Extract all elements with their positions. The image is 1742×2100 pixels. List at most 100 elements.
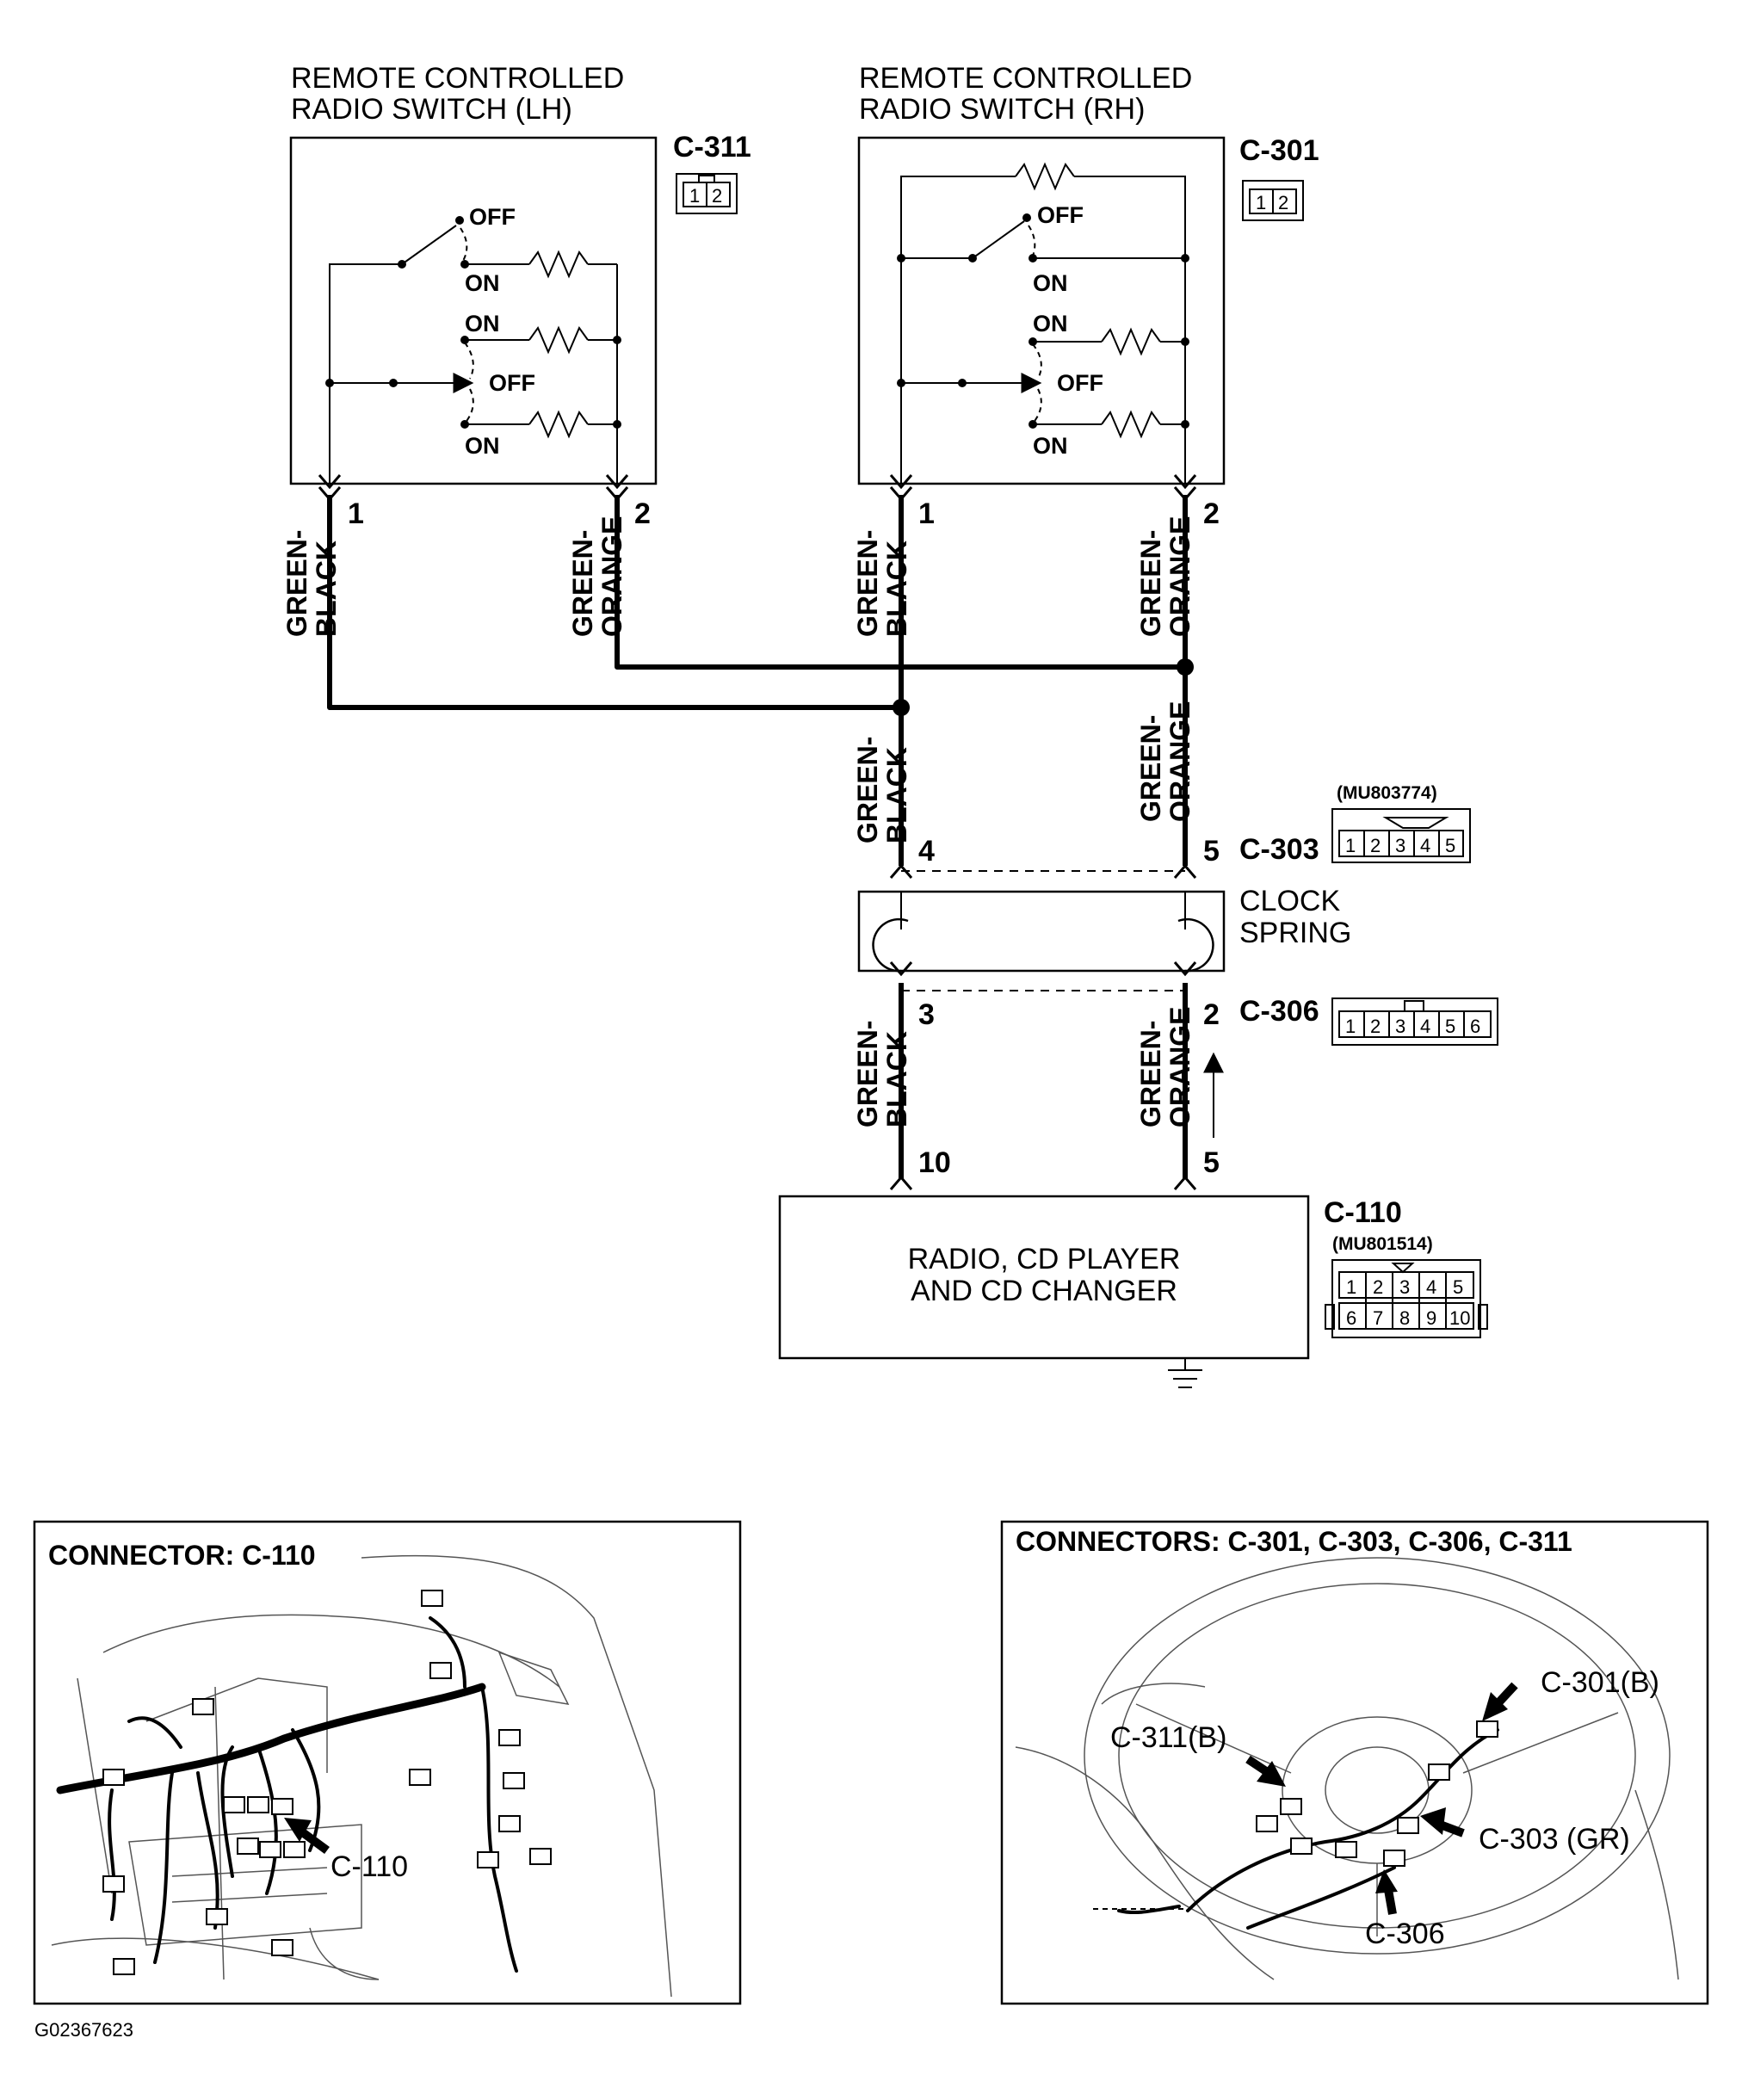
- svg-text:6: 6: [1470, 1016, 1480, 1037]
- svg-text:3: 3: [1395, 1016, 1405, 1037]
- radio-switch-rh: REMOTE CONTROLLED RADIO SWITCH (RH) C-30…: [857, 62, 1319, 485]
- lh-state-off-upper: OFF: [469, 204, 516, 230]
- connector-c306-face: 1 2 3 4 5 6: [1331, 998, 1498, 1046]
- clock-spring-label-line2: SPRING: [1239, 917, 1351, 949]
- callout-c301: C-301(B): [1541, 1666, 1659, 1699]
- svg-text:10: 10: [1449, 1307, 1470, 1329]
- svg-text:ORANGE: ORANGE: [1164, 1007, 1195, 1127]
- switch-rh-nodes: [897, 213, 1189, 429]
- wire-label-gb-mid: GREEN- BLACK: [852, 737, 912, 843]
- lh-state-on-1: ON: [465, 270, 500, 296]
- connector-c306-label: C-306: [1239, 995, 1319, 1028]
- c311-pin-2: 2: [712, 185, 722, 207]
- lh-state-on-2: ON: [465, 311, 500, 337]
- harness-connector-icons: [102, 1590, 552, 1975]
- connector-c311-label: C-311: [673, 131, 751, 164]
- pin-rh-1: 1: [918, 497, 935, 530]
- clock-spring-coil-icon: [1177, 917, 1214, 973]
- svg-text:GREEN-: GREEN-: [852, 530, 883, 637]
- dashboard-sketch: [51, 1554, 672, 1998]
- c311-pointer-arrowhead-icon: [1257, 1761, 1286, 1787]
- svg-text:GREEN-: GREEN-: [852, 1021, 883, 1127]
- svg-text:4: 4: [1426, 1276, 1436, 1298]
- svg-text:7: 7: [1373, 1307, 1383, 1329]
- svg-text:1: 1: [1345, 835, 1356, 856]
- radio-switch-lh: REMOTE CONTROLLED RADIO SWITCH (LH) C-31…: [289, 62, 751, 485]
- callout-c311: C-311(B): [1110, 1721, 1226, 1754]
- c303-pointer-arrowhead-icon: [1420, 1807, 1446, 1835]
- connector-c301-face: 1 2: [1242, 180, 1304, 221]
- pin-c303-5: 5: [1203, 835, 1220, 868]
- steering-connector-icons: [1256, 1720, 1498, 1867]
- switch-lh-title-line2: RADIO SWITCH (LH): [291, 93, 572, 126]
- locator-steering-title: CONNECTORS: C-301, C-303, C-306, C-311: [1016, 1526, 1572, 1557]
- steering-pointer-arrows: [1245, 1682, 1518, 1915]
- clock-spring-coil-icon: [872, 917, 909, 973]
- svg-text:GREEN-: GREEN-: [852, 737, 883, 843]
- connector-c301-label: C-301: [1239, 134, 1319, 167]
- c303-part-number: (MU803774): [1337, 783, 1437, 803]
- callout-c110: C-110: [330, 1850, 408, 1883]
- main-harness: [56, 1683, 486, 1794]
- pin-lh-1: 1: [348, 497, 364, 530]
- switch-lh-box: [289, 136, 658, 485]
- svg-text:ORANGE: ORANGE: [596, 516, 627, 637]
- radio-label-line2: AND CD CHANGER: [911, 1275, 1177, 1307]
- svg-text:GREEN-: GREEN-: [567, 530, 598, 637]
- c301-pointer-arrowhead-icon: [1482, 1692, 1508, 1721]
- c301-pin-2: 2: [1278, 192, 1288, 213]
- ground-icon: [1168, 1358, 1202, 1388]
- switch-rh-title-line2: RADIO SWITCH (RH): [859, 93, 1145, 126]
- svg-text:BLACK: BLACK: [311, 540, 342, 637]
- pin-lh-2: 2: [634, 497, 651, 530]
- svg-text:ORANGE: ORANGE: [1164, 516, 1195, 637]
- terminal-marks: [318, 474, 1197, 1190]
- svg-text:8: 8: [1399, 1307, 1410, 1329]
- locator-panel-c110: CONNECTOR: C-110: [33, 1520, 742, 2005]
- wire-green-orange-lh: [615, 495, 1185, 670]
- locator-panel-steering: CONNECTORS: C-301, C-303, C-306, C-311: [1000, 1520, 1709, 2005]
- wire-label-gb-lh: GREEN- BLACK: [281, 530, 342, 637]
- pin-c303-4: 4: [918, 835, 935, 868]
- svg-text:GREEN-: GREEN-: [1135, 1021, 1166, 1127]
- svg-text:BLACK: BLACK: [881, 540, 912, 637]
- figure-id: G02367623: [34, 2019, 133, 2041]
- pin-c306-3: 3: [918, 998, 935, 1031]
- svg-text:5: 5: [1453, 1276, 1463, 1298]
- switch-lh-circuit: [329, 225, 618, 485]
- rh-state-off-lower: OFF: [1057, 370, 1103, 396]
- connector-c303-face: 1 2 3 4 5: [1331, 808, 1471, 863]
- svg-text:GREEN-: GREEN-: [1135, 715, 1166, 822]
- svg-text:BLACK: BLACK: [881, 747, 912, 843]
- svg-text:2: 2: [1370, 835, 1381, 856]
- callout-c306: C-306: [1365, 1918, 1445, 1950]
- svg-text:2: 2: [1373, 1276, 1383, 1298]
- c110-part-number: (MU801514): [1332, 1234, 1433, 1254]
- wire-green-black-lh: [327, 495, 901, 710]
- wire-label-go-mid: GREEN- ORANGE: [1135, 701, 1195, 822]
- splice-points: [893, 658, 1194, 716]
- switch-lh-title-line1: REMOTE CONTROLLED: [291, 62, 624, 95]
- lh-state-on-3: ON: [465, 433, 500, 459]
- switch-rh-title-line1: REMOTE CONTROLLED: [859, 62, 1192, 95]
- rh-state-on-2: ON: [1033, 311, 1068, 337]
- svg-text:5: 5: [1445, 835, 1455, 856]
- svg-text:4: 4: [1420, 1016, 1430, 1037]
- svg-text:GREEN-: GREEN-: [1135, 530, 1166, 637]
- callout-c303: C-303 (GR): [1479, 1823, 1630, 1856]
- locator-c110-title: CONNECTOR: C-110: [48, 1540, 316, 1571]
- c311-pin-1: 1: [689, 185, 700, 207]
- wire-label-go-lh: GREEN- ORANGE: [567, 516, 627, 637]
- switch-rh-box: [857, 136, 1226, 485]
- wire-label-gb-rh: GREEN- BLACK: [852, 530, 912, 637]
- pin-c110-5: 5: [1203, 1146, 1220, 1179]
- wire-label-go-rh: GREEN- ORANGE: [1135, 516, 1195, 637]
- lh-state-off-lower: OFF: [489, 370, 535, 396]
- svg-text:4: 4: [1420, 835, 1430, 856]
- pin-rh-2: 2: [1203, 497, 1220, 530]
- svg-text:9: 9: [1426, 1307, 1436, 1329]
- svg-text:3: 3: [1395, 835, 1405, 856]
- pin-c110-10: 10: [918, 1146, 951, 1179]
- radio-cd-unit: RADIO, CD PLAYER AND CD CHANGER: [778, 1195, 1310, 1388]
